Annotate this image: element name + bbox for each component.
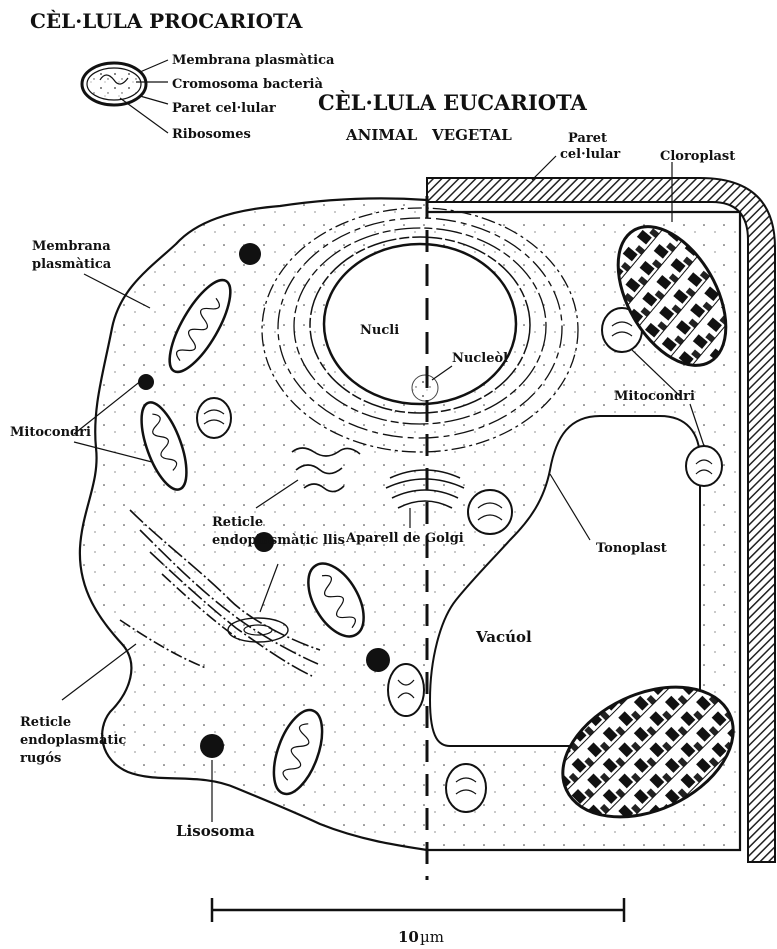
label-rough-er-3: rugós <box>20 751 61 766</box>
label-membrane-2: plasmàtica <box>32 257 112 272</box>
label-mitochondria-right: Mitocondri <box>614 389 695 404</box>
label-pro-wall: Paret cel·lular <box>172 101 276 116</box>
label-pro-membrane: Membrana plasmàtica <box>172 53 335 68</box>
scale-unit: µm <box>420 928 444 946</box>
label-mitochondria-left: Mitocondri <box>10 425 91 440</box>
label-rough-er-2: endoplasmàtic <box>20 733 126 748</box>
label-smooth-er-2: endoplasmàtic llis <box>212 533 345 548</box>
prokaryote-title: CÈL·LULA PROCARIOTA <box>30 9 303 33</box>
label-rough-er-1: Reticle <box>20 715 71 730</box>
label-pro-ribosomes: Ribosomes <box>172 127 251 142</box>
leader-pro-wall <box>140 96 168 104</box>
prokaryote-cell <box>82 60 168 133</box>
label-vacuole: Vacúol <box>475 628 532 646</box>
label-wall-2: cel·lular <box>560 147 620 162</box>
label-pro-chromosome: Cromosoma bacterià <box>172 77 323 92</box>
scale-bar <box>212 898 624 922</box>
label-lysosome: Lisosoma <box>176 822 255 840</box>
label-membrane-1: Membrana <box>32 239 111 254</box>
label-tonoplast: Tonoplast <box>596 541 667 556</box>
leader-pro-ribosomes <box>120 98 168 133</box>
label-smooth-er-1: Reticle <box>212 515 263 530</box>
label-nucleolus: Nucleòl <box>452 351 508 366</box>
label-golgi: Aparell de Golgi <box>345 531 464 546</box>
label-nucleus: Nucli <box>360 323 399 338</box>
animal-heading: ANIMAL <box>345 126 418 144</box>
leader-pro-membrane <box>140 60 168 72</box>
scale-value: 10 <box>398 928 419 946</box>
label-chloroplast: Cloroplast <box>660 149 735 164</box>
plant-heading: VEGETAL <box>431 126 512 144</box>
label-wall-1: Paret <box>568 131 607 146</box>
eukaryote-title: CÈL·LULA EUCARIOTA <box>318 90 587 115</box>
prokaryote-membrane-shape <box>87 68 141 100</box>
